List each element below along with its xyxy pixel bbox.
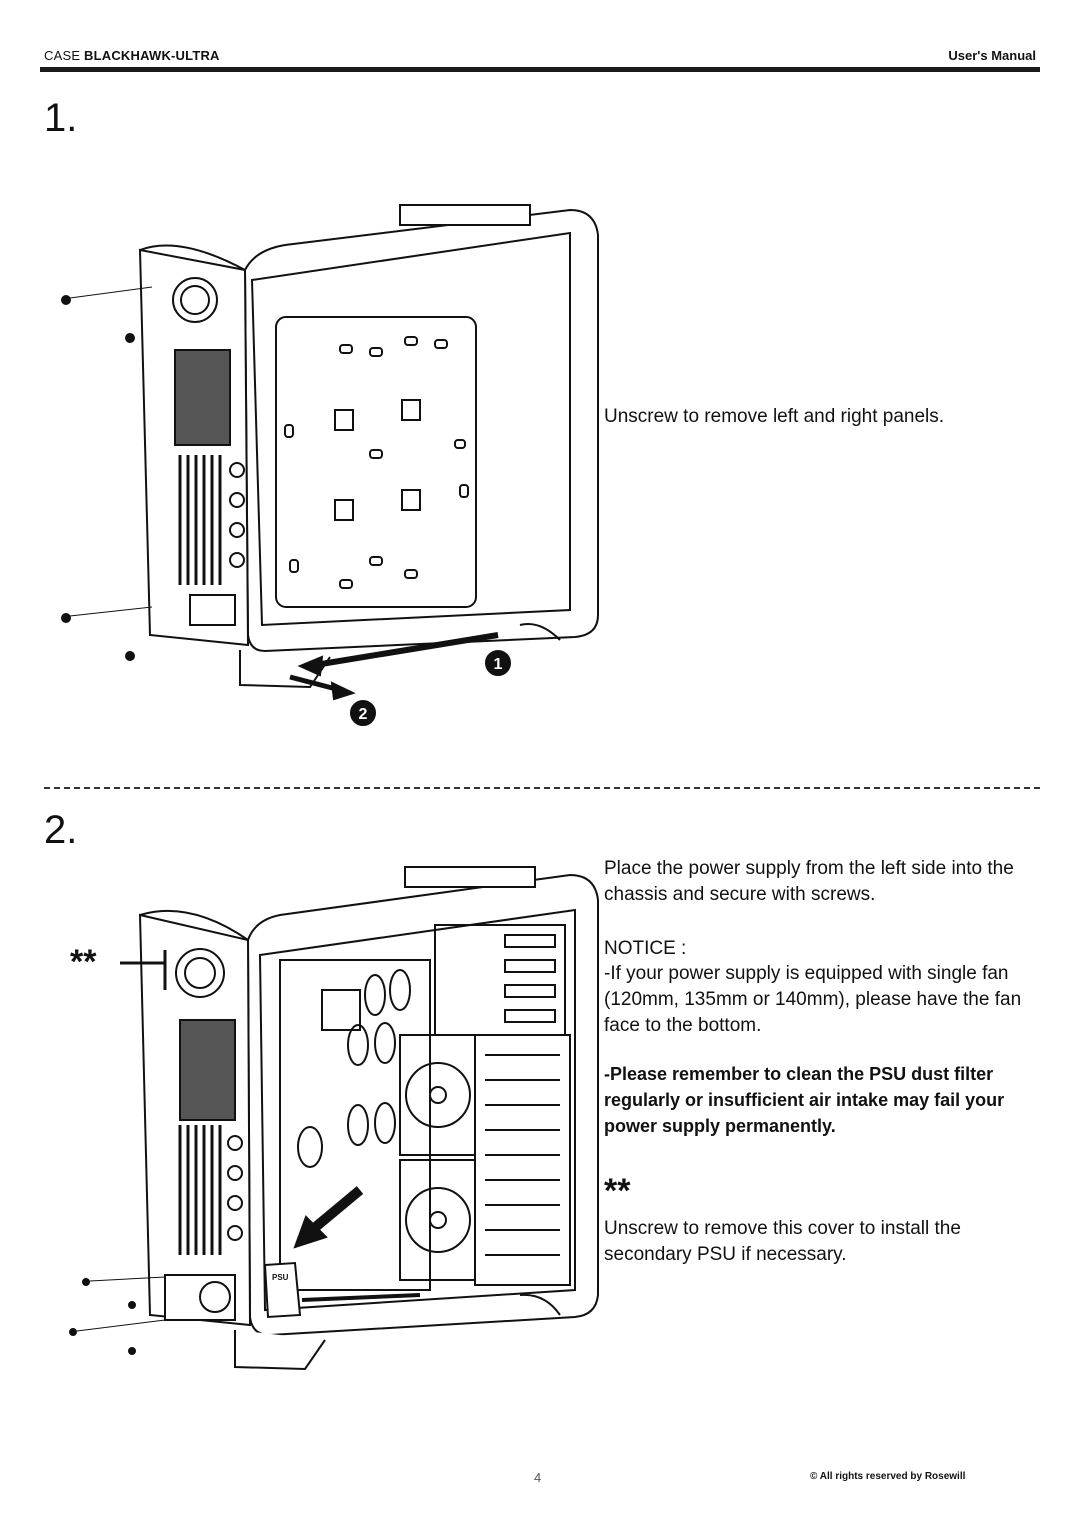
- callout-2: 2: [359, 706, 368, 723]
- header-manual-label: User's Manual: [948, 48, 1036, 63]
- header-rule: [40, 67, 1040, 72]
- notice-text: -If your power supply is equipped with s…: [604, 963, 1022, 1036]
- step1-instruction: Unscrew to remove left and right panels.: [604, 406, 945, 427]
- psu-warning: -Please remember to clean the PSU dust f…: [604, 1064, 1005, 1136]
- step2-instruction: Place the power supply from the left sid…: [604, 858, 1014, 905]
- diagram-stars: **: [70, 943, 97, 981]
- psu-label: PSU: [272, 1273, 289, 1282]
- header-case-label: CASE: [44, 48, 81, 63]
- header-title: CASE BLACKHAWK-ULTRA: [44, 48, 220, 63]
- secondary-psu-stars: **: [604, 1172, 631, 1210]
- callout-1: 1: [494, 656, 503, 673]
- copyright: © All rights reserved by Rosewill: [810, 1471, 966, 1482]
- step1-diagram: 1 2: [61, 204, 599, 726]
- section-divider: [44, 787, 1040, 789]
- step2-number: 2.: [44, 808, 78, 852]
- step1-number: 1.: [44, 96, 78, 140]
- step2-diagram: PSU **: [69, 866, 599, 1371]
- notice-title: NOTICE :: [604, 938, 687, 959]
- page-number: 4: [534, 1470, 542, 1485]
- header-model: BLACKHAWK-ULTRA: [84, 48, 220, 63]
- secondary-psu-note: Unscrew to remove this cover to install …: [604, 1218, 961, 1265]
